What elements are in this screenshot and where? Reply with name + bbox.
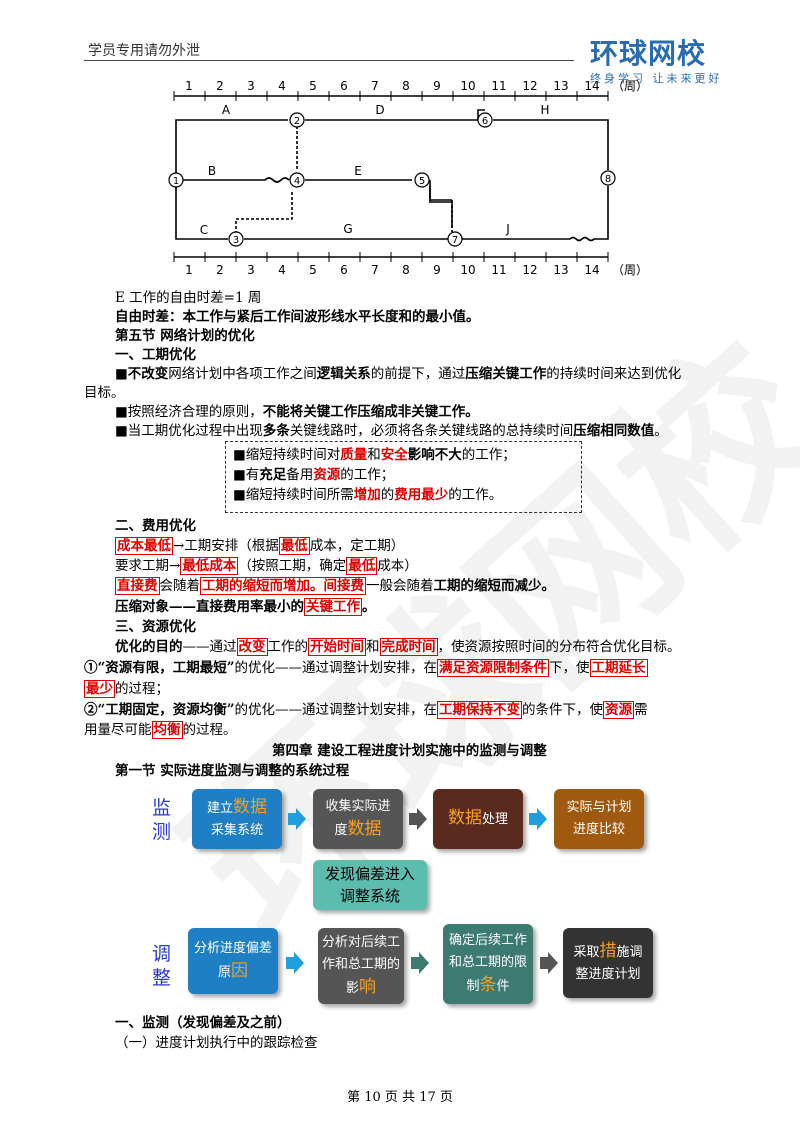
para-3: ■当工期优化过程中出现多条关键线路时，必须将各条关键线路的总持续时间压缩相同数值… [115,423,668,439]
top-tick-label: 7 [371,79,379,93]
cost-1: 成本最低→工期安排（根据最低成本，定工期） [115,537,405,555]
top-tick-label: 1 [185,79,193,93]
label-g: G [343,222,352,236]
adjust-label: 调整 [152,943,172,989]
bottom-tick-label: 8 [402,263,410,277]
bottom-tick-label: 6 [340,263,348,277]
resource-1: 优化的目的——通过改变工作的开始时间和完成时间，使资源按照时间的分布符合优化目标… [115,638,681,656]
activity-c-line [175,180,228,240]
flow-enter-adjust-system: 发现偏差进入调整系统 [313,860,427,910]
node-3: 3 [233,235,239,246]
node-4: 4 [294,176,300,187]
label-b: B [208,164,216,178]
node-5: 5 [419,176,425,187]
top-tick-label: 9 [433,79,441,93]
bottom-tick-label: 10 [460,263,475,277]
top-tick-label: 11 [491,79,506,93]
bottom-tick-label: 7 [371,263,379,277]
bottom-tick-label: 13 [553,263,568,277]
subsection-cost-opt: 二、费用优化 [115,518,196,534]
top-tick-label: 14 [584,79,599,93]
para-1: ■不改变网络计划中各项工作之间逻辑关系的前提下，通过压缩关键工作的持续时间来达到… [115,366,682,382]
monitor-label: 监测 [152,797,172,843]
node-8: 8 [605,174,611,185]
criteria-2: ■有充足备用资源的工作； [233,467,395,483]
label-j: J [505,222,510,236]
bottom-tick-label: 5 [309,263,317,277]
resource-3: ②“工期固定，资源均衡”的优化——通过调整计划安排，在工期保持不变的条件下，使资… [84,701,648,719]
bottom-tick-label: 4 [278,263,286,277]
flow-compare-progress: 实际与计划进度比较 [554,789,644,849]
bottom-tick-label: 9 [433,263,441,277]
bottom-tick-label: 2 [216,263,224,277]
node-1: 1 [173,176,179,187]
chapter-4-heading: 第四章 建设工程进度计划实施中的监测与调整 [272,743,547,759]
top-tick-label: 8 [402,79,410,93]
bottom-tick-label: 12 [522,263,537,277]
page-number: 第 10 页 共 17 页 [347,1090,453,1105]
selection-criteria-box [225,441,582,513]
para-2: ■按照经济合理的原则，不能将关键工作压缩成非关键工作。 [115,404,479,420]
section-5-heading: 第五节 网络计划的优化 [115,328,255,344]
activity-j-line [462,186,609,242]
brand-logo: 环球网校 终身学习 让未来更好 [590,32,723,86]
label-d: D [375,103,384,117]
section-1-heading: 第一节 实际进度监测与调整的系统过程 [115,763,350,779]
cost-3: 直接费会随着工期的缩短而增加。间接费一般会随着工期的缩短而减少。 [115,577,555,595]
resource-2: ①“资源有限，工期最短”的优化——通过调整计划安排，在满足资源限制条件下，使工期… [84,659,648,677]
flow-analyze-impact: 分析对后续工作和总工期的影响 [318,928,404,1004]
cost-2: 要求工期→最低成本（按照工期，确定最低成本） [115,557,418,575]
flow-collect-progress-data: 收集实际进度数据 [313,789,403,849]
label-c: C [200,223,208,237]
header-rule [84,60,574,61]
top-tick-label: 4 [278,79,286,93]
flow-analyze-cause: 分析进度偏差原因 [188,928,278,994]
activity-h-line [493,119,609,170]
unit-label-bottom: （周） [612,263,648,277]
free-float-result: E 工作的自由时差=1 周 [115,290,262,306]
label-e: E [354,164,362,178]
unit-label-top: （周） [612,79,648,93]
subsection-resource-opt: 三、资源优化 [115,619,196,635]
flow-determine-constraints: 确定后续工作和总工期的限制条件 [443,924,533,1004]
label-h: H [540,103,549,117]
top-tick-label: 3 [247,79,255,93]
criteria-1: ■缩短持续时间对质量和安全影响不大的工作； [233,447,516,463]
monitor-heading: 一、监测（发现偏差及之前） [115,1015,291,1031]
logo-slogan: 终身学习 让未来更好 [590,72,723,85]
top-tick-label: 2 [216,79,224,93]
bottom-tick-label: 11 [491,263,506,277]
header-watermark-note: 学员专用请勿外泄 [88,43,200,59]
bottom-tick-label: 14 [584,263,599,277]
bottom-tick-label: 1 [185,263,193,277]
node-2: 2 [294,116,300,127]
cost-4: 压缩对象——直接费用率最小的关键工作。 [115,598,376,616]
para-1-cont: 目标。 [84,385,125,401]
flow-take-measures: 采取措施调整进度计划 [563,928,653,998]
activity-b-line [182,177,290,183]
activity-a-line [175,119,288,180]
logo-text: 环球网校 [590,37,707,70]
node-7: 7 [452,235,458,246]
label-a: A [222,103,231,117]
resource-3-cont: 用量尽可能均衡的过程。 [84,721,237,739]
subsection-duration-opt: 一、工期优化 [115,347,196,363]
top-tick-label: 13 [553,79,568,93]
free-float-definition: 自由时差：本工作与紧后工作间波形线水平长度和的最小值。 [115,309,480,325]
top-tick-label: 10 [460,79,475,93]
top-tick-label: 12 [522,79,537,93]
node-6: 6 [482,116,488,127]
top-tick-label: 5 [309,79,317,93]
flow-data-processing: 数据处理 [433,789,523,849]
top-tick-label: 6 [340,79,348,93]
dummy-3-4 [235,190,293,234]
tracking-check: （一）进度计划执行中的跟踪检查 [115,1035,318,1051]
flow-build-data-system: 建立数据采集系统 [192,789,282,849]
bottom-tick-label: 3 [247,263,255,277]
resource-2-cont: 最少的过程； [84,680,169,698]
criteria-3: ■缩短持续时间所需增加的费用最少的工作。 [233,487,503,503]
